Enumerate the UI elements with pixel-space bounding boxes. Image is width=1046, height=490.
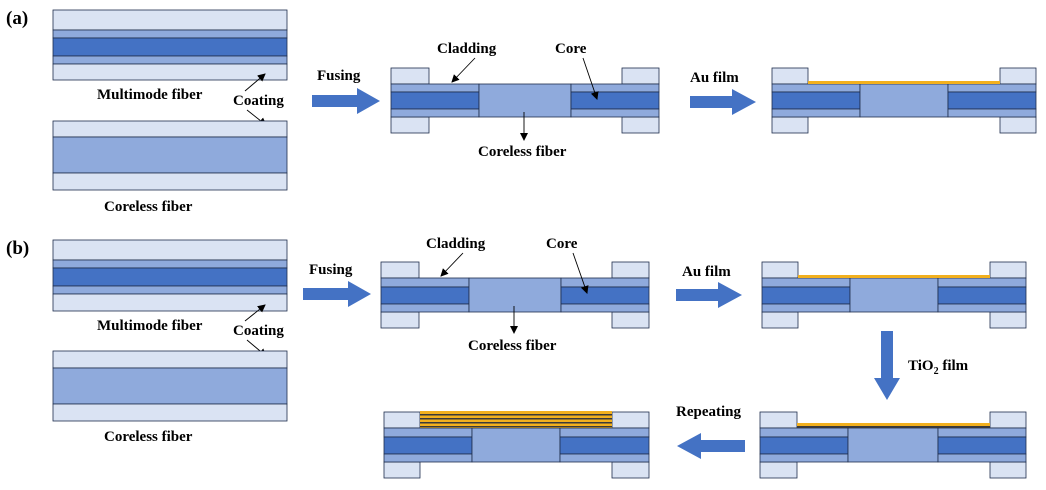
repeating-arrow <box>677 433 745 459</box>
panel-a-tag: (a) <box>6 8 28 29</box>
fused-structure-b <box>380 261 650 329</box>
cladding-pointer-a <box>451 57 476 83</box>
au-film-arrow-b <box>676 282 742 308</box>
cladding-pointer-b <box>440 252 464 277</box>
fusing-label-a: Fusing <box>317 68 361 84</box>
fusing-arrow-a <box>312 88 380 114</box>
coreless-fiber-b <box>52 350 288 422</box>
tio2-film-label: TiO2 film <box>908 358 969 377</box>
coating-label-a: Coating <box>233 93 284 109</box>
au-layer-tio2-stage <box>797 423 990 426</box>
coreless-fiber-a <box>52 120 288 191</box>
core-pointer-b <box>572 252 589 294</box>
core-pointer-a <box>582 57 599 100</box>
tio2-film-arrow <box>874 331 900 400</box>
multilayer-film-stack <box>420 411 612 428</box>
au-film-layer-b <box>798 275 990 278</box>
tio2-coated-structure <box>759 411 1027 479</box>
coreless-fiber-label-b: Coreless fiber <box>104 429 193 445</box>
au-film-layer-a <box>808 81 1000 84</box>
multimode-fiber-label-a: Multimode fiber <box>97 87 203 103</box>
coating-pointer-up-a <box>244 73 266 92</box>
multimode-fiber-b <box>52 239 288 312</box>
au-film-label-b: Au film <box>682 264 731 280</box>
fusing-label-b: Fusing <box>309 262 353 278</box>
fused-structure-a <box>390 67 660 134</box>
au-coated-structure-a <box>771 67 1037 134</box>
cladding-label-a: Cladding <box>437 41 497 57</box>
au-coated-structure-b <box>761 261 1027 329</box>
au-film-arrow-a <box>690 89 756 115</box>
core-label-a: Core <box>555 41 587 57</box>
coreless-fiber-mid-label-b: Coreless fiber <box>468 338 557 354</box>
cladding-label-b: Cladding <box>426 236 486 252</box>
tio2-layer <box>797 426 990 428</box>
core-label-b: Core <box>546 236 578 252</box>
coating-pointer-up-b <box>244 304 266 322</box>
au-film-label-a: Au film <box>690 70 739 86</box>
multimode-fiber-a <box>52 9 288 81</box>
coreless-fiber-mid-label-a: Coreless fiber <box>478 144 567 160</box>
multilayer-structure <box>383 411 650 479</box>
panel-b-tag: (b) <box>6 238 29 259</box>
multimode-fiber-label-b: Multimode fiber <box>97 318 203 334</box>
repeating-label: Repeating <box>676 404 741 420</box>
coating-label-b: Coating <box>233 323 284 339</box>
fusing-arrow-b <box>303 281 371 307</box>
coreless-fiber-label-a: Coreless fiber <box>104 199 193 215</box>
